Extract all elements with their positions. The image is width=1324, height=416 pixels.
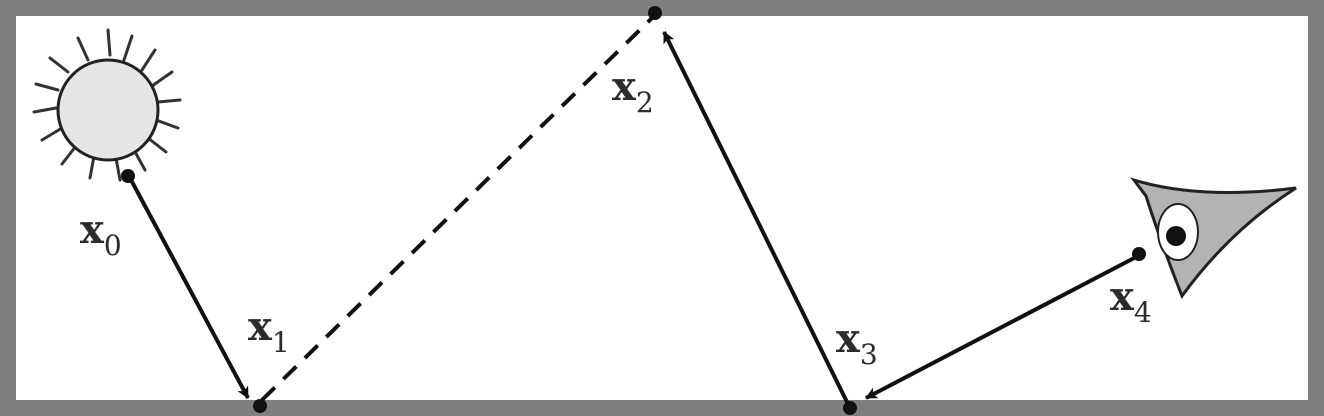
label-x2: x2	[612, 63, 654, 119]
vertex-x1	[253, 399, 267, 413]
label-x1: x1	[248, 303, 290, 359]
vertex-x0	[121, 169, 135, 183]
segment-x3-x2	[662, 31, 850, 405]
vertex-x3	[843, 401, 857, 415]
segment-x0-x1	[128, 177, 250, 399]
vertex-x4	[1132, 247, 1146, 261]
vertex-x2	[648, 6, 662, 20]
label-x3: x3	[836, 315, 878, 371]
eye-icon	[1130, 177, 1297, 300]
segment-x4-x3	[865, 254, 1139, 400]
label-x0: x0	[80, 206, 122, 262]
sun-icon	[32, 28, 182, 182]
label-x4: x4	[1110, 273, 1152, 329]
segment-x1-x2-dashed	[260, 16, 654, 402]
